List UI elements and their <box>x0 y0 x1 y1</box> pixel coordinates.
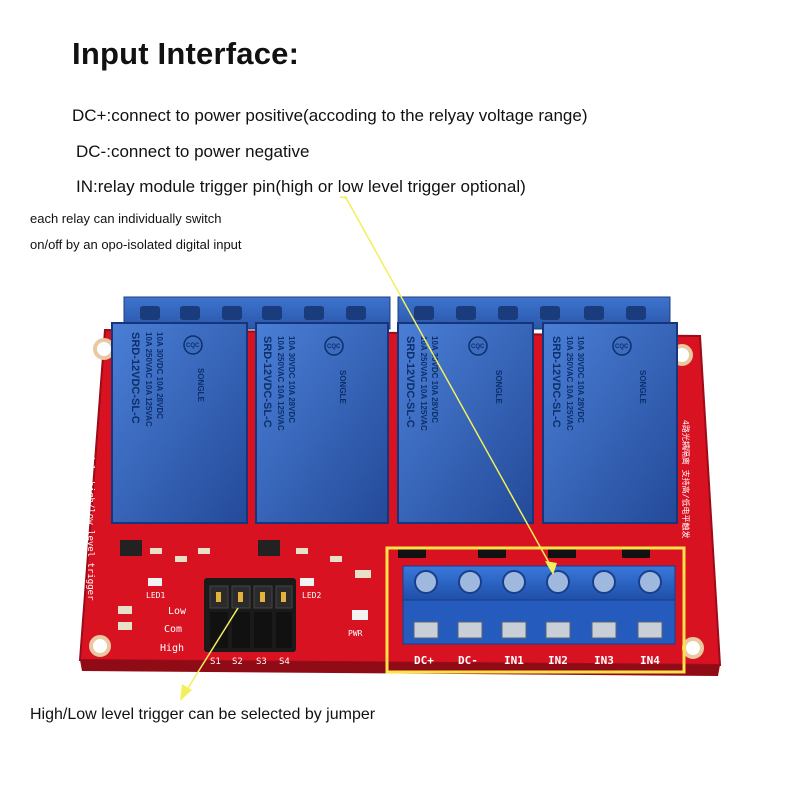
note-relay-switch-2: on/off by an opo-isolated digital input <box>30 237 242 252</box>
led2-label: LED2 <box>302 591 321 600</box>
relay-3-rating-2: 10A 30VDC 10A 28VDC <box>430 336 439 423</box>
relay-4-rating-2: 10A 30VDC 10A 28VDC <box>576 336 585 423</box>
page-title: Input Interface: <box>72 36 300 71</box>
relay-2: SRD-12VDC-SL-C 10A 250VAC 10A 125VAC 10A… <box>255 322 389 524</box>
relay-2-cqc: CQC <box>327 344 341 350</box>
relay-1-model: SRD-12VDC-SL-C <box>129 332 141 424</box>
switch-label-s4: S4 <box>279 657 290 667</box>
relay-3: SRD-12VDC-SL-C 10A 250VAC 10A 125VAC 10A… <box>397 322 534 524</box>
silk-high-label: High <box>160 643 184 654</box>
relay-4-model: SRD-12VDC-SL-C <box>550 336 562 428</box>
note-in-pin: IN:relay module trigger pin(high or low … <box>76 177 526 196</box>
terminal-label-in1: IN1 <box>504 654 524 667</box>
relay-1-rating-2: 10A 30VDC 10A 28VDC <box>155 332 164 419</box>
relay-4-brand: SONGLE <box>638 370 647 404</box>
terminal-label-dc-plus: DC+ <box>414 654 434 667</box>
jumper-header <box>204 578 296 652</box>
silk-cn-label: 4路光耦隔离 支持高/低电平触发 <box>681 420 691 538</box>
relay-4-cqc: CQC <box>615 344 629 350</box>
annotation-arrows <box>180 195 557 701</box>
relay-2-brand: SONGLE <box>338 370 347 404</box>
relay-2-rating-2: 10A 30VDC 10A 28VDC <box>287 336 296 423</box>
silk-low-label: Low <box>168 606 187 617</box>
switch-label-s3: S3 <box>256 657 267 667</box>
relay-1-cqc: CQC <box>186 343 200 349</box>
relay-3-model: SRD-12VDC-SL-C <box>404 336 416 428</box>
switch-label-s1: S1 <box>210 657 221 667</box>
silk-com-label: Com <box>164 624 182 635</box>
smd-components <box>118 540 650 630</box>
relay-3-rating-1: 10A 250VAC 10A 125VAC <box>419 336 428 431</box>
terminal-label-dc-minus: DC- <box>458 654 478 667</box>
relay-3-brand: SONGLE <box>494 370 503 404</box>
pwr-label: PWR <box>348 629 363 638</box>
relay-1-brand: SONGLE <box>196 368 205 402</box>
led1-label: LED1 <box>146 591 165 600</box>
relay-2-model: SRD-12VDC-SL-C <box>261 336 273 428</box>
relay-1: SRD-12VDC-SL-C 10A 250VAC 10A 125VAC 10A… <box>111 322 248 524</box>
terminal-highlight-box <box>385 546 686 674</box>
note-relay-switch-1: each relay can individually switch <box>30 211 222 226</box>
screw-terminal-block <box>402 565 676 645</box>
note-jumper: High/Low level trigger can be selected b… <box>30 706 376 723</box>
relay-4: SRD-12VDC-SL-C 10A 250VAC 10A 125VAC 10A… <box>542 322 678 524</box>
note-dc-plus: DC+:connect to power positive(accoding t… <box>72 106 588 125</box>
relay-1-rating-1: 10A 250VAC 10A 125VAC <box>144 332 153 427</box>
relay-2-rating-1: 10A 250VAC 10A 125VAC <box>276 336 285 431</box>
relay-4-rating-1: 10A 250VAC 10A 125VAC <box>565 336 574 431</box>
terminal-label-in3: IN3 <box>594 654 614 667</box>
switch-label-s2: S2 <box>232 657 243 667</box>
terminal-label-in4: IN4 <box>640 654 660 667</box>
silk-module-label: 4 relay module high/low level trigger <box>85 400 95 601</box>
terminal-label-in2: IN2 <box>548 654 568 667</box>
note-dc-minus: DC-:connect to power negative <box>76 142 310 161</box>
relay-3-cqc: CQC <box>471 344 485 350</box>
